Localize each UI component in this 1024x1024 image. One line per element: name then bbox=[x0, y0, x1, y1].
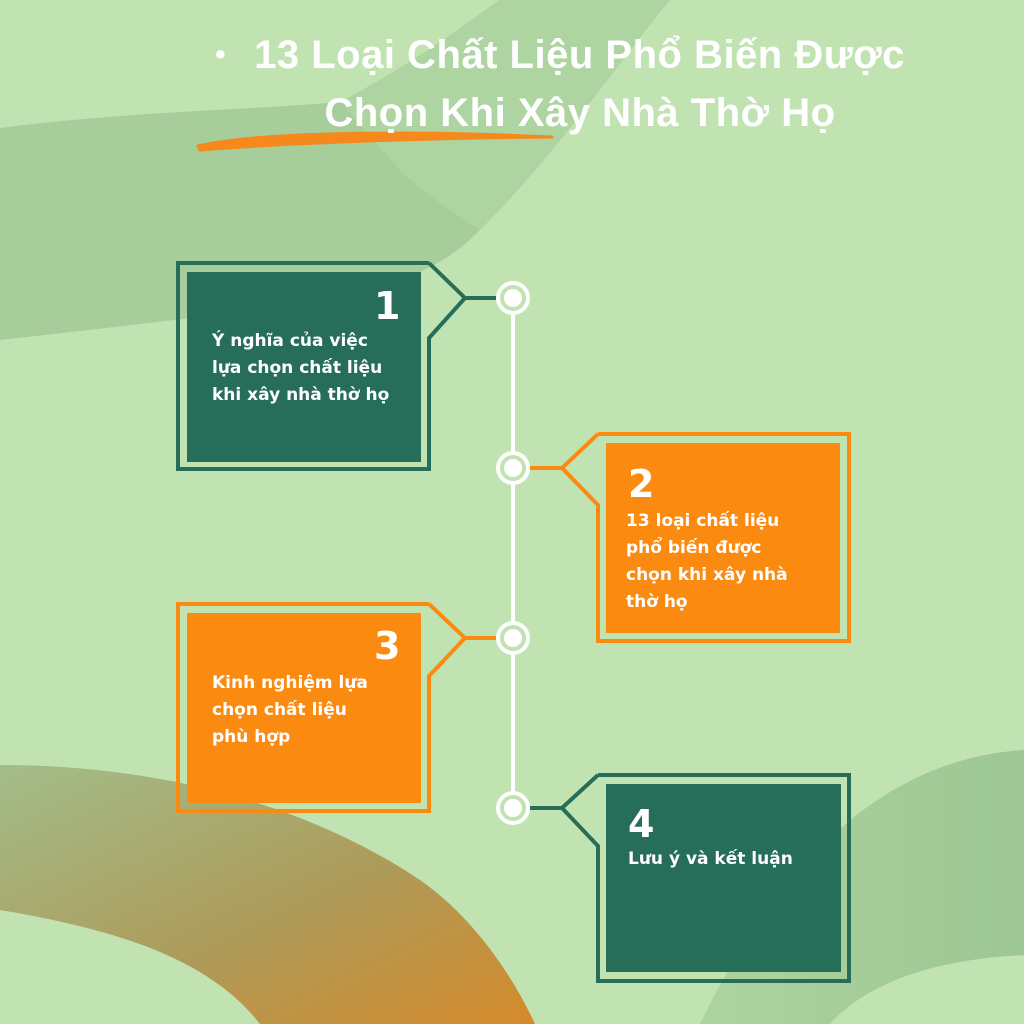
step-description: Kinh nghiệm lựa chọn chất liệu phù hợp bbox=[212, 673, 368, 747]
title-line-2: Chọn Khi Xây Nhà Thờ Họ bbox=[324, 91, 836, 135]
step-number: 3 bbox=[374, 624, 401, 668]
step-description: 13 loại chất liệu phổ biến được chọn khi… bbox=[626, 511, 788, 612]
step-number: 1 bbox=[374, 284, 401, 328]
bottom-left-arc bbox=[0, 765, 535, 1024]
timeline-node-4 bbox=[496, 791, 530, 825]
timeline-node-3 bbox=[496, 621, 530, 655]
bullet-icon: • bbox=[215, 38, 227, 71]
step-description: Lưu ý và kết luận bbox=[628, 849, 793, 869]
timeline-node-1 bbox=[496, 281, 530, 315]
step-number: 4 bbox=[628, 802, 655, 846]
timeline-node-2 bbox=[496, 451, 530, 485]
page-title: •13 Loại Chất Liệu Phổ Biến Được Chọn Kh… bbox=[130, 26, 990, 142]
title-underline bbox=[196, 131, 554, 152]
step-description: Ý nghĩa của việc lựa chọn chất liệu khi … bbox=[212, 331, 390, 405]
step-number: 2 bbox=[628, 462, 655, 506]
title-line-1: •13 Loại Chất Liệu Phổ Biến Được bbox=[130, 26, 990, 84]
